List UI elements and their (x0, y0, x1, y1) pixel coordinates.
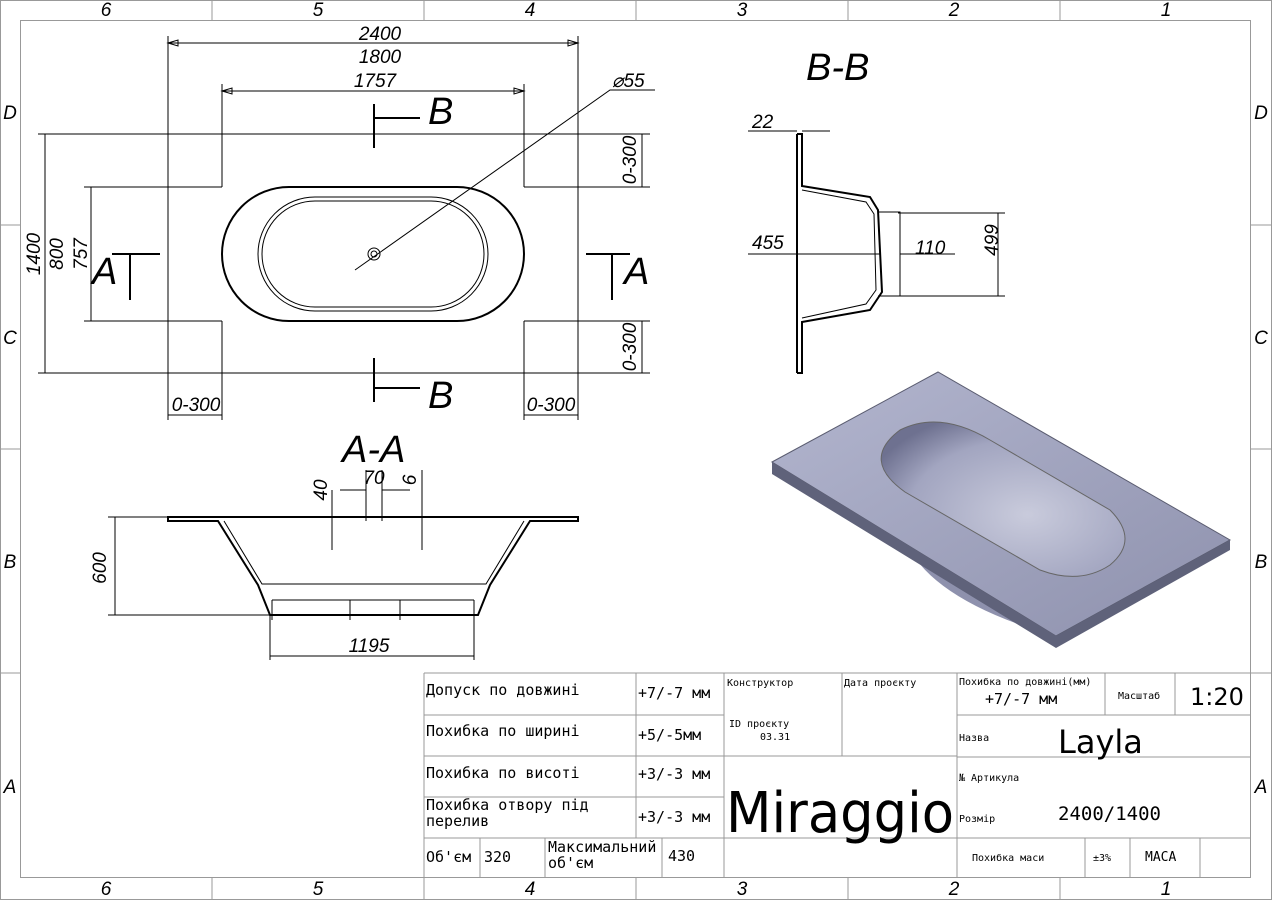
svg-text:0-300: 0-300 (527, 395, 576, 416)
svg-text:0-300: 0-300 (620, 322, 641, 371)
svg-text:±3%: ±3% (1093, 853, 1111, 864)
zone-labels-right: D C B A (1254, 103, 1268, 798)
section-b-b: B-B 22 455 110 499 (748, 47, 1005, 374)
svg-text:22: 22 (751, 112, 774, 133)
svg-text:+7/-7 мм: +7/-7 мм (985, 690, 1057, 708)
svg-text:B: B (1255, 552, 1268, 573)
svg-text:Layla: Layla (1058, 723, 1143, 761)
svg-text:4: 4 (525, 879, 536, 900)
svg-text:600: 600 (90, 552, 111, 584)
svg-text:6: 6 (101, 0, 112, 21)
svg-text:A-A: A-A (340, 429, 405, 471)
svg-text:3: 3 (737, 879, 748, 900)
title-block: Допуск по довжині +7/-7 мм Похибка по ши… (423, 672, 1250, 878)
svg-text:A: A (3, 777, 17, 798)
svg-text:Максимальний: Максимальний (548, 838, 656, 856)
svg-text:Назва: Назва (959, 733, 989, 744)
svg-text:430: 430 (668, 847, 695, 865)
svg-text:1195: 1195 (349, 636, 390, 657)
svg-text:499: 499 (982, 224, 1003, 256)
svg-text:110: 110 (915, 238, 946, 259)
svg-text:A: A (90, 251, 117, 293)
svg-text:03.31: 03.31 (760, 732, 790, 743)
svg-text:Конструктор: Конструктор (727, 678, 793, 689)
top-view: 2400 1800 1757 ⌀55 1400 800 757 0-300 0-… (24, 24, 655, 420)
svg-text:B: B (428, 91, 453, 133)
svg-text:2400: 2400 (358, 24, 402, 45)
svg-text:1: 1 (1161, 0, 1172, 21)
svg-text:B: B (428, 375, 453, 417)
svg-text:70: 70 (363, 468, 385, 489)
svg-text:Похибка маси: Похибка маси (972, 852, 1044, 864)
svg-text:0-300: 0-300 (620, 135, 641, 184)
svg-text:Розмір: Розмір (959, 813, 995, 825)
svg-text:+3/-3 мм: +3/-3 мм (638, 808, 710, 826)
zone-labels-left: D C B A (3, 103, 17, 798)
svg-text:№ Артикула: № Артикула (959, 773, 1019, 784)
svg-text:5: 5 (313, 879, 324, 900)
svg-text:C: C (1254, 328, 1268, 349)
svg-text:5: 5 (313, 0, 324, 21)
svg-text:1: 1 (1161, 879, 1172, 900)
svg-text:757: 757 (71, 237, 92, 270)
svg-text:2400/1400: 2400/1400 (1058, 803, 1161, 825)
svg-text:0-300: 0-300 (172, 395, 221, 416)
svg-text:+5/-5мм: +5/-5мм (638, 726, 701, 744)
svg-text:D: D (1254, 103, 1268, 124)
zone-labels-bottom: 6 5 4 3 2 1 (101, 879, 1172, 900)
svg-text:Похибка по висоті: Похибка по висоті (426, 764, 580, 782)
svg-text:320: 320 (484, 848, 511, 866)
svg-text:D: D (3, 103, 17, 124)
svg-text:4: 4 (525, 0, 536, 21)
svg-text:6: 6 (101, 879, 112, 900)
svg-text:1757: 1757 (354, 71, 398, 92)
svg-text:ID проєкту: ID проєкту (729, 719, 789, 730)
svg-text:перелив: перелив (426, 812, 489, 830)
svg-text:Похибка отвору під: Похибка отвору під (426, 796, 589, 814)
svg-text:Об'єм: Об'єм (426, 848, 471, 866)
section-a-a: A-A 40 70 6 600 1195 (90, 429, 579, 660)
svg-text:Похибка по ширині: Похибка по ширині (426, 722, 580, 740)
svg-text:455: 455 (752, 233, 784, 254)
svg-text:C: C (3, 328, 17, 349)
svg-text:+7/-7 мм: +7/-7 мм (638, 684, 710, 702)
svg-text:об'єм: об'єм (548, 854, 593, 872)
svg-text:A: A (622, 251, 649, 293)
svg-text:3: 3 (737, 0, 748, 21)
svg-text:Масштаб: Масштаб (1118, 690, 1160, 702)
svg-text:1800: 1800 (359, 47, 402, 68)
svg-text:B: B (4, 552, 17, 573)
zone-labels-top: 6 5 4 3 2 1 (101, 0, 1172, 21)
svg-text:+3/-3 мм: +3/-3 мм (638, 765, 710, 783)
svg-text:Дата проєкту: Дата проєкту (844, 678, 916, 689)
svg-text:6: 6 (400, 474, 421, 485)
svg-text:2: 2 (948, 879, 960, 900)
svg-text:B-B: B-B (806, 47, 869, 89)
3d-render (770, 371, 1232, 648)
svg-text:Похибка по довжині(мм): Похибка по довжині(мм) (959, 676, 1091, 688)
svg-text:40: 40 (311, 479, 332, 501)
svg-text:1:20: 1:20 (1190, 683, 1244, 711)
svg-text:2: 2 (948, 0, 960, 21)
svg-text:1400: 1400 (24, 232, 45, 275)
svg-text:МАСА: МАСА (1145, 850, 1176, 865)
svg-text:Допуск по довжині: Допуск по довжині (426, 681, 580, 699)
brand-logo: Miraggio (726, 781, 954, 846)
svg-text:A: A (1254, 777, 1268, 798)
svg-text:⌀55: ⌀55 (612, 71, 645, 92)
svg-text:800: 800 (47, 238, 68, 270)
